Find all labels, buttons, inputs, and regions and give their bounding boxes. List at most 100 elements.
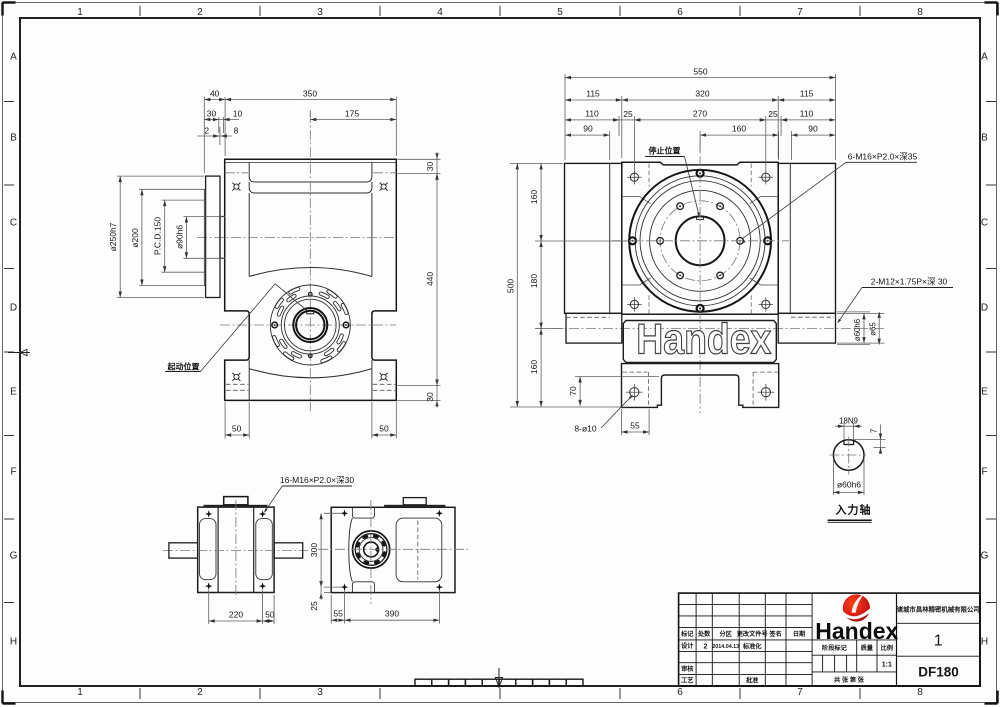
svg-text:F: F: [10, 467, 16, 478]
svg-text:7: 7: [870, 429, 879, 433]
svg-text:50: 50: [265, 610, 275, 620]
svg-text:ø250h7: ø250h7: [108, 222, 118, 251]
svg-text:110: 110: [800, 109, 814, 119]
svg-text:2: 2: [204, 126, 209, 136]
svg-text:B: B: [10, 133, 17, 144]
svg-text:10: 10: [233, 109, 243, 119]
svg-text:90: 90: [583, 124, 593, 134]
svg-text:入力轴: 入力轴: [836, 503, 872, 517]
svg-text:4: 4: [437, 7, 443, 18]
svg-text:G: G: [981, 551, 989, 562]
svg-text:E: E: [981, 387, 988, 398]
svg-text:ø60h6: ø60h6: [853, 319, 862, 341]
svg-text:8: 8: [917, 687, 923, 698]
svg-text:6-M16×P2.0×深35: 6-M16×P2.0×深35: [848, 152, 918, 162]
svg-text:6: 6: [677, 687, 683, 698]
svg-text:8-ø10: 8-ø10: [574, 424, 596, 434]
svg-text:30: 30: [425, 392, 435, 402]
svg-text:1: 1: [77, 7, 83, 18]
svg-text:8: 8: [917, 7, 923, 18]
svg-text:ø65: ø65: [868, 322, 877, 336]
svg-text:50: 50: [379, 424, 389, 434]
svg-text:7: 7: [797, 687, 803, 698]
svg-text:工艺: 工艺: [681, 676, 693, 684]
svg-text:A: A: [10, 52, 17, 63]
svg-text:P.C.D.150: P.C.D.150: [153, 217, 163, 255]
svg-text:320: 320: [695, 89, 709, 99]
svg-text:2: 2: [197, 7, 203, 18]
svg-text:25: 25: [623, 109, 633, 119]
svg-text:2: 2: [197, 687, 203, 698]
svg-text:批准: 批准: [746, 676, 759, 684]
svg-text:7: 7: [797, 7, 803, 18]
svg-text:3: 3: [317, 687, 323, 698]
svg-text:2014.04.13: 2014.04.13: [712, 644, 739, 650]
svg-text:6: 6: [677, 7, 683, 18]
svg-text:550: 550: [693, 67, 707, 77]
svg-text:2: 2: [704, 643, 708, 650]
svg-text:110: 110: [585, 109, 599, 119]
svg-text:500: 500: [505, 279, 515, 293]
svg-text:1:1: 1:1: [882, 662, 892, 669]
svg-text:C: C: [981, 218, 988, 229]
svg-text:1: 1: [77, 687, 83, 698]
svg-text:H: H: [981, 637, 988, 648]
svg-text:350: 350: [303, 89, 317, 99]
svg-text:18N9: 18N9: [839, 417, 858, 426]
svg-text:5: 5: [557, 7, 563, 18]
svg-text:起动位置: 起动位置: [167, 362, 200, 372]
svg-text:25: 25: [768, 109, 778, 119]
svg-text:H: H: [10, 637, 17, 648]
svg-text:160: 160: [529, 190, 539, 204]
svg-text:C: C: [10, 218, 17, 229]
svg-text:共 张 第 张: 共 张 第 张: [834, 676, 865, 684]
svg-text:日期: 日期: [793, 630, 805, 638]
svg-text:270: 270: [693, 109, 707, 119]
svg-text:115: 115: [800, 89, 814, 99]
svg-text:3: 3: [317, 7, 323, 18]
svg-text:诸城市昌林精密机械有限公司: 诸城市昌林精密机械有限公司: [897, 605, 980, 614]
svg-text:ø200: ø200: [130, 228, 140, 248]
svg-text:390: 390: [385, 609, 399, 619]
svg-text:比例: 比例: [881, 644, 893, 652]
svg-text:30: 30: [425, 162, 435, 172]
svg-text:D: D: [10, 303, 17, 314]
svg-text:处数: 处数: [697, 630, 711, 638]
svg-text:ø60h6: ø60h6: [837, 480, 861, 490]
svg-text:D: D: [981, 303, 988, 314]
svg-text:16-M16×P2.0×深30: 16-M16×P2.0×深30: [280, 475, 354, 485]
svg-text:90: 90: [808, 124, 818, 134]
svg-text:签名: 签名: [768, 630, 781, 638]
svg-text:40: 40: [210, 89, 220, 99]
svg-text:设计: 设计: [681, 642, 694, 650]
svg-text:ø90h6: ø90h6: [174, 225, 184, 249]
svg-text:30: 30: [207, 109, 217, 119]
svg-text:Handex: Handex: [815, 618, 898, 644]
svg-text:220: 220: [229, 610, 243, 620]
svg-text:质量: 质量: [861, 644, 874, 652]
svg-text:标记: 标记: [680, 630, 694, 638]
svg-text:50: 50: [232, 424, 242, 434]
svg-text:B: B: [981, 133, 988, 144]
svg-text:8: 8: [234, 126, 239, 136]
svg-text:G: G: [10, 551, 18, 562]
svg-text:160: 160: [732, 124, 746, 134]
svg-text:440: 440: [425, 272, 435, 286]
svg-text:2-M12×1.75P×深 30: 2-M12×1.75P×深 30: [871, 277, 948, 287]
svg-text:55: 55: [333, 609, 343, 619]
svg-text:70: 70: [568, 386, 578, 396]
svg-text:1: 1: [934, 632, 943, 649]
svg-text:A: A: [981, 52, 988, 63]
svg-text:175: 175: [345, 109, 359, 119]
svg-text:300: 300: [309, 543, 319, 557]
svg-text:标准化: 标准化: [742, 642, 762, 650]
svg-text:DF180: DF180: [918, 665, 959, 680]
svg-text:180: 180: [529, 274, 539, 288]
svg-text:阶段标记: 阶段标记: [822, 644, 848, 652]
svg-text:115: 115: [586, 89, 600, 99]
svg-text:25: 25: [309, 601, 319, 611]
svg-text:E: E: [10, 387, 17, 398]
svg-text:160: 160: [529, 360, 539, 374]
svg-text:55: 55: [630, 421, 640, 431]
svg-text:停止位置: 停止位置: [649, 146, 681, 156]
